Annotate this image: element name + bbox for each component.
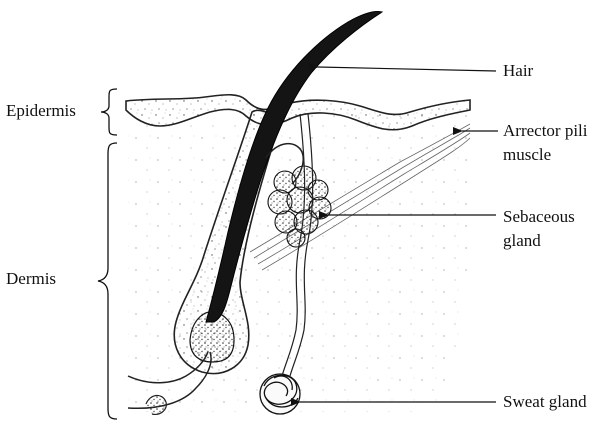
sebaceous-label-line2: gland [503,231,541,251]
dermis-label: Dermis [6,269,56,289]
epidermis-label: Epidermis [6,101,76,121]
sweat-gland-label: Sweat gland [503,392,587,412]
epidermis-brace [101,89,117,135]
arrector-pili-label-line2: muscle [503,145,551,165]
arrector-pili-label-line1: Arrector pili [503,121,588,141]
sweat-gland [260,374,300,414]
sebaceous-label-line1: Sebaceous [503,207,575,227]
hair-arrow [318,67,496,71]
hair-label: Hair [503,61,533,81]
dermis-brace [98,143,117,419]
